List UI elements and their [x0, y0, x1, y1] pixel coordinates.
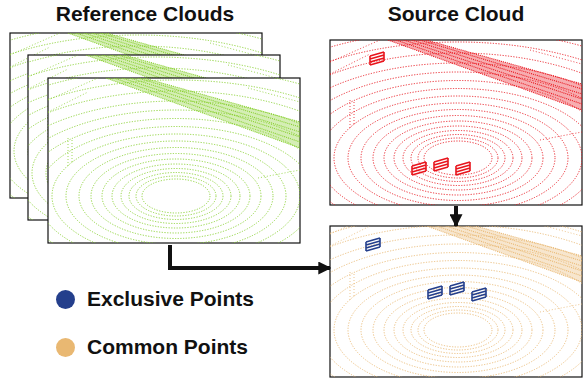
panel-heading: Reference Clouds — [8, 2, 282, 26]
legend-item: Common Points — [56, 335, 248, 359]
flow-arrow — [454, 206, 458, 226]
legend-swatch — [56, 338, 75, 357]
panel-heading: Source Cloud — [330, 2, 582, 26]
flow-arrow — [170, 245, 330, 268]
legend-item: Exclusive Points — [56, 287, 254, 311]
legend-label: Common Points — [87, 335, 248, 359]
cloud-panel — [330, 226, 582, 377]
legend-label: Exclusive Points — [87, 287, 254, 311]
cloud-panel: Source Cloud — [330, 2, 582, 206]
legend-swatch — [56, 290, 75, 309]
cloud-panel: Reference Clouds — [8, 2, 302, 245]
